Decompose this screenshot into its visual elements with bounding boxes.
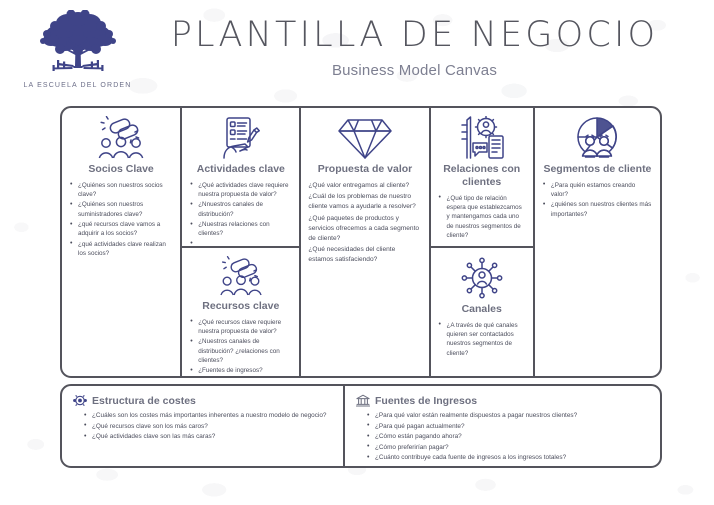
block-customer-relationships[interactable]: Relaciones con clientes ¿Qué tipo de rel… [430,108,533,248]
question-list-key-resources: ¿Qué recursos clave requiere nuestra pro… [189,317,292,376]
list-item: ¿Qué actividades clave son las más caras… [83,432,333,442]
question-list-cost-structure: ¿Cuáles son los costes más importantes i… [73,411,333,443]
list-item: ¿Nuestros canales de distribución? ¿rela… [189,337,292,365]
list-item: ¿Cómo preferirían pagar? [366,442,650,452]
block-title-channels: Canales [461,303,502,315]
column-key-activities-resources: Actividades clave ¿Qué actividades clave… [182,108,302,376]
bank-building-icon [355,394,371,407]
column-value-proposition: Propuesta de valor ¿Qué valor entregamos… [301,108,431,376]
block-value-proposition[interactable]: Propuesta de valor ¿Qué valor entregamos… [301,108,428,376]
list-item: ¿qué actividades clave realizan los soci… [69,239,173,259]
block-cost-structure[interactable]: Estructura de costes ¿Cuáles son los cos… [62,386,345,466]
list-item: ¿Qué tipo de relación espera que estable… [438,193,526,241]
page-header: LA ESCUELA DEL ORDEN PLANTILLA DE NEGOCI… [0,0,714,106]
block-title-key-resources: Recursos clave [202,300,280,312]
question-list-channels: ¿A través de qué canales quieren ser con… [438,320,526,359]
block-channels[interactable]: Canales ¿A través de qué canales quieren… [431,248,533,376]
chain-link-people-icon [189,256,292,297]
block-revenue-streams[interactable]: Fuentes de Ingresos ¿Para qué valor está… [345,386,660,466]
list-item: ¿Fuentes de ingresos? [189,366,292,376]
canvas-bottom-grid: Estructura de costes ¿Cuáles son los cos… [60,384,662,468]
person-gear-document-icon [438,116,526,160]
block-title-value-proposition: Propuesta de valor [317,163,413,175]
list-item: ¿Qué valor entregamos al cliente? [308,181,410,189]
coins-icon [73,394,87,407]
list-item: ¿Nnuestros canales de distribución? [189,200,292,219]
list-item: ¿Cuál de los problemas de nuestro client… [308,193,416,211]
block-title-customer-relationships: Relaciones con clientes [443,163,521,188]
question-list-key-partners: ¿Quiénes son nuestros socios clave? ¿Qui… [69,180,173,260]
chain-link-people-icon [69,116,173,160]
block-key-resources[interactable]: Recursos clave ¿Qué recursos clave requi… [182,248,299,376]
list-item: ¿qué recursos clave vamos a adquirir a l… [69,220,173,239]
block-customer-segments[interactable]: Segmentos de cliente ¿Para quién estamos… [535,108,660,376]
question-list-customer-relationships: ¿Qué tipo de relación espera que estable… [438,193,526,242]
list-item: ¿Para qué pagan actualmente? [366,421,650,431]
column-key-partners: Socios Clave ¿Quiénes son nuestros socio… [62,108,183,376]
page-subtitle: Business Model Canvas [331,62,498,79]
block-key-activities[interactable]: Actividades clave ¿Qué actividades clave… [182,108,300,248]
business-model-canvas: Socios Clave ¿Quiénes son nuestros socio… [60,106,662,468]
list-item: ¿Cómo están pagando ahora? [366,432,650,442]
list-item: ¿Cuánto contribuye cada fuente de ingres… [366,453,650,463]
brand-logo-text: LA ESCUELA DEL ORDEN [23,82,132,89]
hand-writing-checklist-icon [189,116,292,160]
list-item: ¿Qué necesidades del cliente estamos sat… [308,246,396,264]
brand-logo: LA ESCUELA DEL ORDEN [0,0,155,89]
diamond-icon [308,116,421,160]
column-relationships-channels: Relaciones con clientes ¿Qué tipo de rel… [430,108,535,376]
block-title-key-partners: Socios Clave [88,163,154,175]
list-item: ¿Quiénes son nuestros socios clave? [69,180,173,200]
list-item: ¿Para qué valor están realmente dispuest… [366,411,650,421]
list-item: ¿Quiénes son nuestros suministradores cl… [69,200,173,219]
list-item: ¿Nuestras relaciones con clientes? [189,220,292,239]
revenue-streams-header: Fuentes de Ingresos [355,394,650,407]
block-key-partners[interactable]: Socios Clave ¿Quiénes son nuestros socio… [62,108,180,376]
column-customer-segments: Segmentos de cliente ¿Para quién estamos… [535,108,660,376]
list-item: ¿A través de qué canales quieren ser con… [438,320,526,358]
question-list-value-proposition: ¿Qué valor entregamos al cliente? ¿Cuál … [308,181,421,267]
oak-tree-icon [35,10,121,80]
network-hub-person-icon [438,256,526,300]
list-item: ¿Qué recursos clave requiere nuestra pro… [189,317,292,337]
block-title-key-activities: Actividades clave [196,163,285,175]
list-item: ¿Cuáles son los costes más importantes i… [83,411,333,421]
list-item: ¿Qué paquetes de productos y servicios o… [308,214,420,242]
list-item: ¿Para quién estamos creando valor? [542,180,653,200]
list-item: ¿Qué recursos clave son los más caros? [83,421,333,431]
block-title-cost-structure: Estructura de costes [92,394,196,407]
title-block: PLANTILLA DE NEGOCIO Business Model Canv… [155,0,714,80]
question-list-customer-segments: ¿Para quién estamos creando valor? ¿quié… [542,180,653,220]
block-title-customer-segments: Segmentos de cliente [543,163,652,175]
list-item [189,239,292,246]
list-item: ¿Qué actividades clave requiere nuestra … [189,180,292,200]
page-title: PLANTILLA DE NEGOCIO [170,15,659,55]
question-list-key-activities: ¿Qué actividades clave requiere nuestra … [189,180,292,246]
list-item: ¿quiénes son nuestros clientes más impor… [542,200,653,219]
question-list-revenue-streams: ¿Para qué valor están realmente dispuest… [356,411,650,464]
block-title-revenue-streams: Fuentes de Ingresos [375,394,478,407]
cost-structure-header: Estructura de costes [73,394,333,407]
pie-chart-people-icon [542,116,653,160]
canvas-top-grid: Socios Clave ¿Quiénes son nuestros socio… [60,106,662,378]
